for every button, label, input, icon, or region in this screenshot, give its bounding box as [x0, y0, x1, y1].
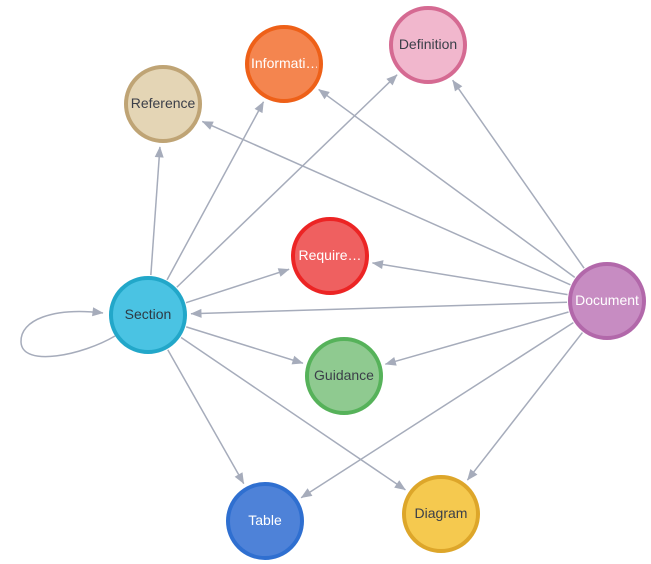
edge-section-diagram: [180, 336, 406, 491]
node-label: Reference: [130, 96, 196, 112]
edge-section-guidance: [185, 326, 304, 365]
node-label: Section: [124, 307, 172, 323]
node-table[interactable]: Table: [226, 482, 304, 560]
node-label: Require…: [298, 248, 362, 264]
edge-document-definition: [452, 79, 585, 269]
node-label: Informati…: [251, 56, 317, 72]
node-reference[interactable]: Reference: [124, 65, 202, 143]
node-label: Definition: [398, 37, 458, 53]
edge-section-table: [167, 349, 245, 485]
node-label: Table: [248, 513, 282, 529]
edge-section-definition: [176, 74, 398, 288]
node-information[interactable]: Informati…: [245, 25, 323, 103]
node-diagram[interactable]: Diagram: [402, 475, 480, 553]
node-definition[interactable]: Definition: [389, 6, 467, 84]
edge-document-diagram: [466, 332, 584, 481]
node-label: Diagram: [414, 506, 468, 522]
edge-document-requirement: [371, 260, 568, 296]
edge-document-reference: [201, 120, 571, 286]
node-label: Document: [575, 293, 639, 309]
edge-document-information: [318, 88, 576, 278]
edge-section-section: [20, 307, 116, 358]
edge-section-reference: [150, 146, 164, 276]
edge-section-requirement: [185, 268, 290, 304]
node-guidance[interactable]: Guidance: [305, 337, 383, 415]
edge-document-section: [190, 301, 568, 318]
node-label: Guidance: [314, 368, 374, 384]
edge-section-information: [166, 101, 265, 281]
node-section[interactable]: Section: [109, 276, 187, 354]
edge-document-guidance: [384, 311, 569, 366]
node-requirement[interactable]: Require…: [291, 217, 369, 295]
edge-document-table: [300, 322, 574, 499]
node-document[interactable]: Document: [568, 262, 646, 340]
